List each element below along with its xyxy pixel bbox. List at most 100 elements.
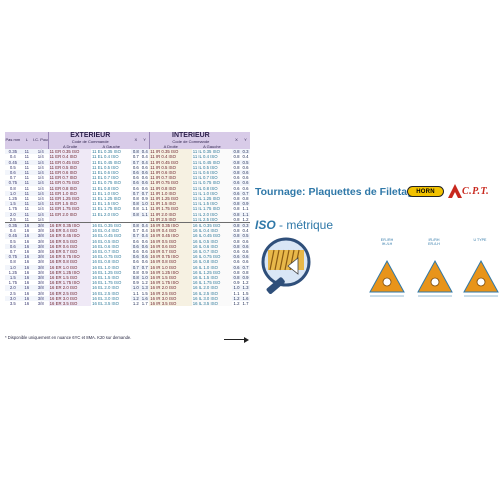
row-ext-y: 0.7: [140, 264, 150, 270]
row-l: 16: [20, 228, 33, 234]
row-ext-y: 1.6: [140, 295, 150, 302]
row-int-droite-code: 16 IR 2.5 ISO: [149, 290, 192, 296]
row-int-gauche-code: 11 IL 1.5 ISO: [191, 201, 233, 207]
row-ic: 3/8: [32, 238, 49, 244]
row-ext-y: 0.6: [140, 164, 150, 170]
row-int-x: 1.2: [232, 301, 241, 307]
row-ext-x: 0.7: [131, 159, 141, 165]
row-ext-x: 0.8: [131, 275, 141, 281]
row-int-x: 0.6: [232, 185, 241, 191]
row-int-x: 0.8: [232, 222, 241, 229]
row-int-x: 0.8: [232, 243, 241, 250]
row-l: 16: [20, 249, 33, 255]
row-ic: 1/4: [32, 154, 49, 160]
row-pas: 0.6: [5, 170, 21, 176]
row-int-y: 0.6: [240, 238, 250, 244]
row-ic: 3/8: [32, 222, 49, 229]
row-int-x: 1.0: [232, 285, 241, 291]
row-ext-y: 1.0: [140, 201, 150, 207]
row-ext-droite-code: 16 ER 3.5 ISO: [48, 301, 92, 307]
row-pas: 0.5: [5, 238, 21, 244]
row-int-y: 0.6: [240, 175, 250, 181]
row-pas: 0.4: [5, 228, 21, 234]
row-int-gauche-code: 16 IL 0.7 ISO: [191, 249, 233, 255]
row-int-x: 0.8: [232, 149, 241, 155]
row-ext-x: 0.7: [131, 190, 141, 197]
row-int-y: 0.6: [240, 254, 250, 260]
row-ext-droite-code: 11 ER 1.25 ISO: [48, 196, 92, 202]
row-int-gauche-code: 16 IL 0.5 ISO: [191, 238, 233, 244]
row-ext-gauche-code: 11 EL 0.8 ISO: [91, 185, 132, 191]
row-pas: 3.5: [5, 301, 21, 307]
row-int-droite-code: 11 IR 2.5 ISO: [149, 216, 192, 223]
row-int-droite-code: 16 IR 0.4 ISO: [149, 228, 192, 234]
row-ext-y: 1.5: [140, 290, 150, 296]
row-l: 11: [20, 180, 33, 186]
header-ext-gauche: A Gauche: [91, 144, 132, 150]
row-ext-gauche-code: 16 EL 2.0 ISO: [91, 285, 132, 291]
row-int-y: 1.2: [240, 280, 250, 286]
row-int-gauche-code: 11 IL 0.7 ISO: [191, 175, 233, 181]
row-ext-y: 0.6: [140, 180, 150, 186]
row-pas: 2.0: [5, 285, 21, 291]
row-ext-droite-code: 16 ER 1.75 ISO: [48, 280, 92, 286]
row-ic: 1/4: [32, 164, 49, 170]
row-ext-x: 1.2: [131, 295, 141, 302]
row-int-x: 0.9: [232, 280, 241, 286]
row-ext-y: 1.3: [140, 285, 150, 291]
row-ic: 3/8: [32, 233, 49, 239]
row-ic: 3/8: [32, 285, 49, 291]
row-l: 16: [20, 254, 33, 260]
row-ext-droite-code: 16 ER 0.7 ISO: [48, 249, 92, 255]
row-ic: 1/4: [32, 211, 49, 217]
row-l: 16: [20, 222, 33, 229]
row-int-gauche-code: 11 IL 0.5 ISO: [191, 164, 233, 170]
row-l: 16: [20, 264, 33, 270]
row-l: 11: [20, 196, 33, 202]
row-l: 11: [20, 159, 33, 165]
row-int-gauche-code: 11 IL 0.8 ISO: [191, 185, 233, 191]
row-int-x: 0.8: [232, 170, 241, 176]
row-ic: 3/8: [32, 228, 49, 234]
row-int-y: 0.6: [240, 185, 250, 191]
row-ext-gauche-code: 11 EL 0.7 ISO: [91, 175, 132, 181]
row-ext-x: 0.6: [131, 243, 141, 250]
header-int-gauche: A Gauche: [191, 144, 233, 150]
row-ext-droite-code: 16 ER 1.0 ISO: [48, 264, 92, 270]
row-ext-y: 0.6: [140, 170, 150, 176]
row-l: 16: [20, 243, 33, 250]
row-int-droite-code: 16 IR 1.5 ISO: [149, 275, 192, 281]
row-int-x: 0.8: [232, 211, 241, 217]
row-ext-droite-code: 11 ER 1.5 ISO: [48, 201, 92, 207]
row-int-y: 0.3: [240, 149, 250, 155]
row-int-y: 1.2: [240, 216, 250, 223]
header-int-x: X: [232, 132, 241, 150]
row-ext-gauche-code: 11 EL 0.4 ISO: [91, 154, 132, 160]
row-pas: 0.4: [5, 154, 21, 160]
row-int-droite-code: 11 IR 2.0 ISO: [149, 211, 192, 217]
row-ext-gauche-code: 11 EL 1.5 ISO: [91, 201, 132, 207]
row-int-x: 0.8: [232, 206, 241, 212]
header-l: L: [20, 132, 33, 150]
row-int-x: 0.6: [232, 254, 241, 260]
row-int-droite-code: 16 IR 2.0 ISO: [149, 285, 192, 291]
row-int-droite-code: 11 IR 1.75 ISO: [149, 206, 192, 212]
row-pas: 0.75: [5, 254, 21, 260]
row-int-droite-code: 11 IR 1.5 ISO: [149, 201, 192, 207]
row-ic: 1/4: [32, 159, 49, 165]
row-ext-gauche-code: [91, 216, 132, 223]
row-pas: 1.75: [5, 280, 21, 286]
row-int-y: 0.6: [240, 243, 250, 250]
row-ext-gauche-code: 16 EL 2.5 ISO: [91, 290, 132, 296]
row-int-x: 0.8: [232, 228, 241, 234]
row-int-y: 0.5: [240, 233, 250, 239]
